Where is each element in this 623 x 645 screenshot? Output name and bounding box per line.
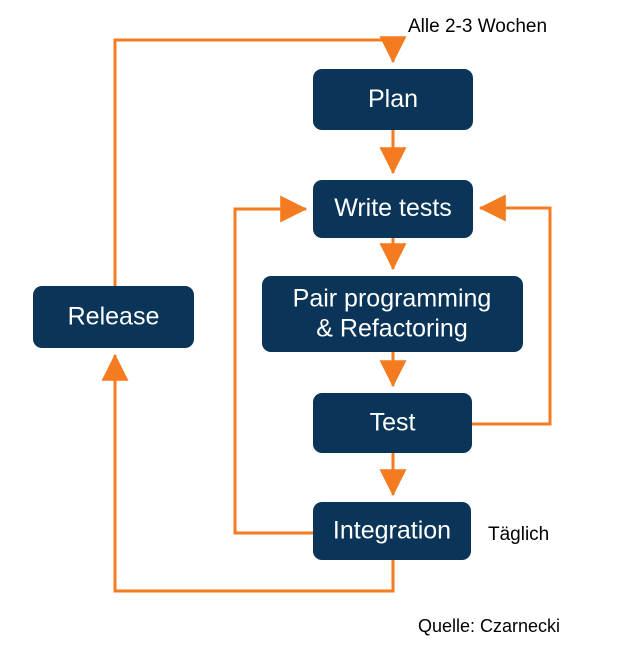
node-plan-label: Plan — [368, 85, 418, 113]
node-test-label: Test — [370, 409, 416, 437]
node-plan[interactable]: Plan — [313, 69, 473, 130]
node-write-tests[interactable]: Write tests — [313, 180, 473, 238]
annotation-cadence-iteration: Alle 2-3 Wochen — [408, 16, 547, 37]
node-test-shape — [313, 393, 472, 453]
node-integration-shape — [313, 502, 471, 560]
edge-release-to-plan — [113, 36, 407, 287]
node-test[interactable]: Test — [313, 393, 472, 453]
node-pair-programming-label-line2: & Refactoring — [316, 315, 467, 343]
node-pair-programming-shape — [262, 276, 523, 352]
node-pair-programming-label-line1: Pair programming — [293, 285, 492, 313]
node-integration-label: Integration — [333, 517, 451, 545]
node-release-shape — [33, 286, 194, 348]
edge-integration-to-release — [101, 353, 395, 593]
edge-integration-to-write-tests — [233, 195, 313, 535]
node-plan-shape — [313, 69, 473, 130]
node-release[interactable]: Release — [33, 286, 194, 348]
edge-test-to-write-tests — [472, 194, 552, 426]
node-release-label: Release — [68, 303, 160, 331]
annotation-cadence-daily: Täglich — [488, 524, 549, 545]
source-attribution: Quelle: Czarnecki — [418, 616, 560, 636]
node-write-tests-label: Write tests — [334, 194, 452, 222]
node-write-tests-shape — [313, 180, 473, 238]
node-pair-programming[interactable]: Pair programming & Refactoring — [262, 276, 523, 352]
node-integration[interactable]: Integration — [313, 502, 471, 560]
